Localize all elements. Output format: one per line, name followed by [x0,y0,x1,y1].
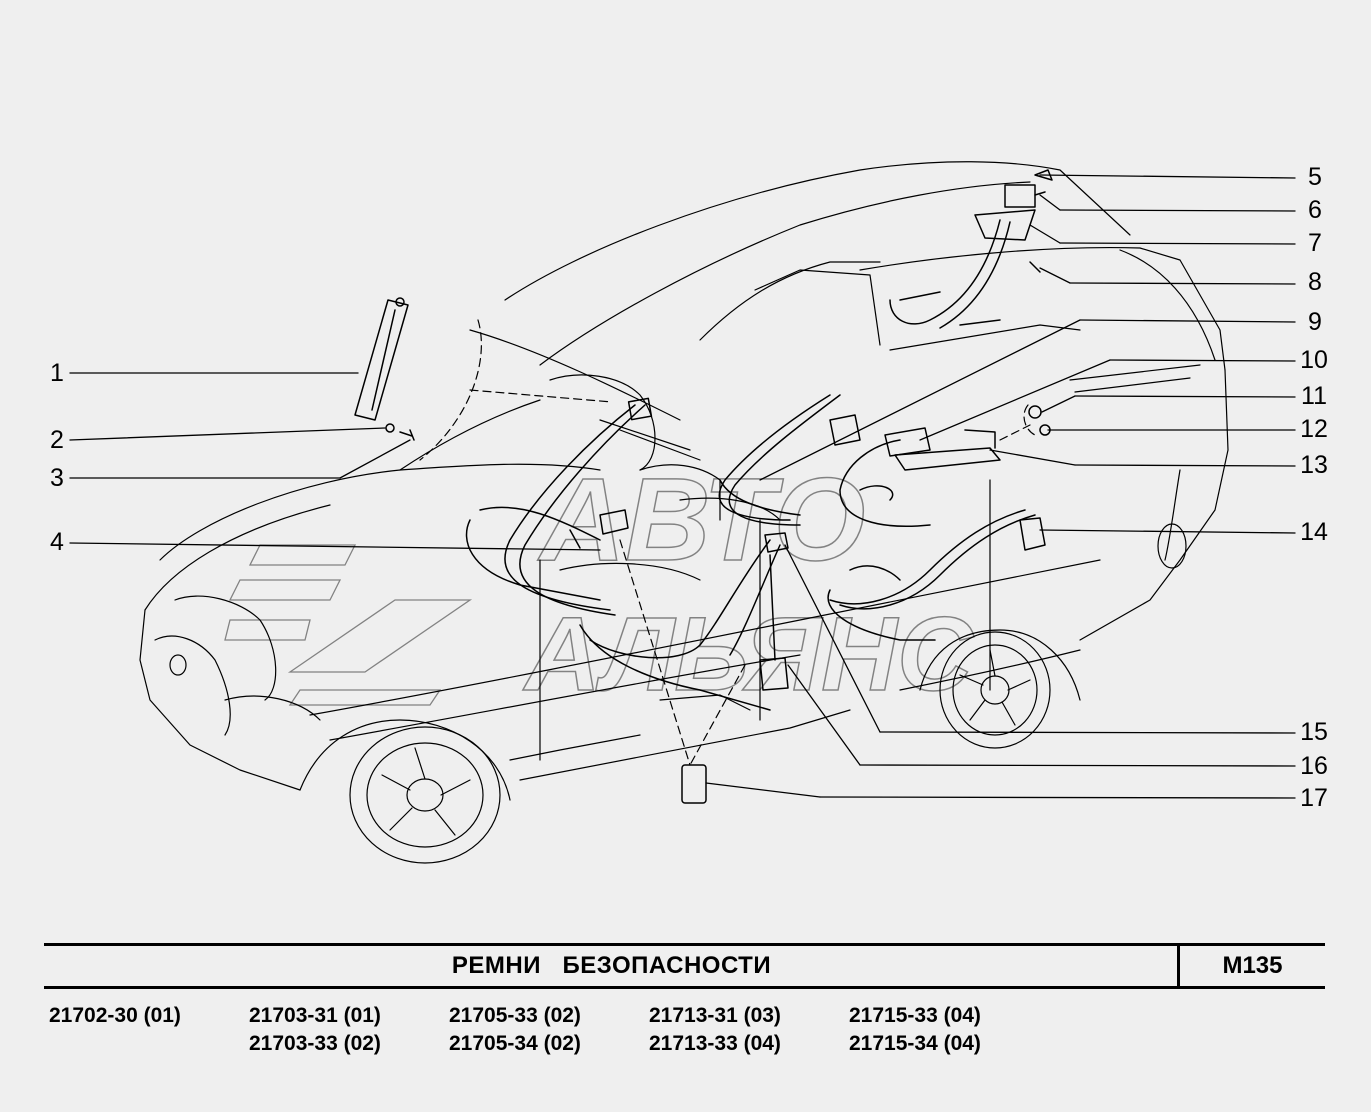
model-code: 21713-31 (03) [649,1004,781,1027]
belts [354,169,1053,804]
callout-4: 4 [50,528,64,556]
model-code: 21715-33 (04) [849,1004,981,1027]
callout-6: 6 [1308,196,1322,224]
callout-16: 16 [1300,752,1328,780]
callout-5: 5 [1308,163,1322,191]
callout-11: 11 [1301,382,1327,410]
model-code: 21703-33 (02) [249,1032,381,1055]
callout-17: 17 [1300,784,1328,812]
callout-8: 8 [1308,268,1322,296]
watermark-line2: АЛЬЯНС [522,596,975,713]
diagram-code: М135 [1222,952,1283,979]
leader-lines [69,174,1296,799]
model-code: 21713-33 (04) [649,1032,781,1055]
title-block: РЕМНИ БЕЗОПАСНОСТИ М135 [44,943,1325,989]
model-code: 21702-30 (01) [49,1004,181,1027]
page-title: РЕМНИ БЕЗОПАСНОСТИ [451,952,772,979]
model-code: 21703-31 (01) [249,1004,381,1027]
callout-15: 15 [1300,718,1328,746]
model-code: 21715-34 (04) [849,1032,981,1055]
watermark: АВТО АЛЬЯНС [224,453,976,714]
callout-14: 14 [1300,518,1328,546]
callout-2: 2 [50,426,64,454]
title-divider [1177,946,1180,986]
callout-1: 1 [50,359,64,387]
callout-7: 7 [1308,229,1322,257]
callout-12: 12 [1300,415,1328,443]
callout-3: 3 [50,464,64,492]
car-body [139,161,1229,864]
model-code: 21705-33 (02) [449,1004,581,1027]
callout-13: 13 [1300,451,1328,479]
watermark-line1: АВТО [537,454,865,586]
model-code: 21705-34 (02) [449,1032,581,1055]
callout-10: 10 [1300,346,1328,374]
dashed-guides [419,319,1036,766]
callout-9: 9 [1308,308,1322,336]
